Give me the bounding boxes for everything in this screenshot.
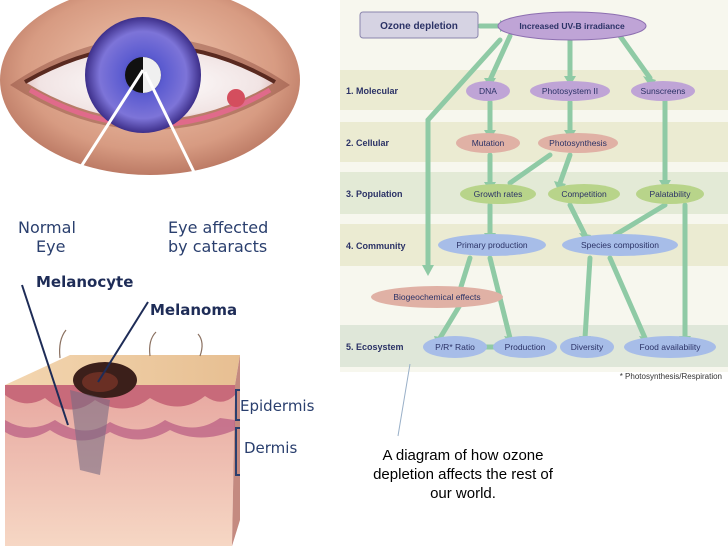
footnote-strip: * Photosynthesis/Respiration [340, 372, 728, 384]
caption-line2: depletion affects the rest of [373, 466, 553, 483]
cataract-eye-line2: by cataracts [168, 237, 268, 256]
node-palatability-label: Palatability [649, 189, 691, 199]
node-photosystem-label: Photosystem II [542, 86, 598, 96]
node-production [493, 336, 557, 358]
node-growth [460, 184, 536, 204]
level-label-5: 5. Ecosystem [346, 342, 404, 352]
node-uvb [497, 11, 647, 41]
epidermis-label: Epidermis [240, 397, 315, 415]
node-diversity-label: Diversity [571, 342, 604, 352]
node-diversity [560, 336, 614, 358]
node-dna [466, 81, 510, 101]
node-species [562, 234, 678, 256]
level-label-1: 1. Molecular [346, 86, 399, 96]
node-uvb-label: Increased UV-B irradiance [519, 21, 625, 31]
node-species-label: Species composition [581, 240, 659, 250]
node-growth-label: Growth rates [474, 189, 523, 199]
normal-eye-line1: Normal [18, 218, 76, 237]
caption-line1: A diagram of how ozone [382, 447, 544, 464]
node-pr-ratio-label: P/R* Ratio [435, 342, 475, 352]
node-primary-label: Primary production [456, 240, 528, 250]
node-photosynthesis-label: Photosynthesis [549, 138, 607, 148]
flow-footnote-text: * Photosynthesis/Respiration [619, 372, 722, 381]
node-food-label: Food availability [640, 342, 702, 352]
node-photosynthesis [538, 133, 618, 153]
node-competition-label: Competition [561, 189, 607, 199]
node-biogeo [371, 286, 503, 308]
node-photosystem [530, 81, 610, 101]
caption-line3: our world. [430, 485, 496, 502]
node-food [624, 336, 716, 358]
node-ozone-depletion-label: Ozone depletion [380, 21, 458, 32]
skin-illustration [5, 284, 240, 546]
node-sunscreens-label: Sunscreens [641, 86, 686, 96]
caption-pointer [397, 364, 411, 437]
eye-illustration [0, 0, 300, 200]
node-biogeo-label: Biogeochemical effects [393, 292, 480, 302]
node-production-label: Production [505, 342, 546, 352]
node-competition [548, 184, 620, 204]
node-mutation [456, 133, 520, 153]
normal-eye-label: Normal Eye [18, 218, 76, 256]
level-label-3: 3. Population [346, 189, 403, 199]
diagram-caption: A diagram of how ozone depletion affects… [348, 446, 578, 503]
node-sunscreens [631, 81, 695, 101]
node-mutation-label: Mutation [472, 138, 505, 148]
dermis-label: Dermis [244, 439, 298, 457]
melanoma-label: Melanoma [150, 301, 238, 319]
ozone-flowchart: Ozone depletion Increased UV-B irradianc… [340, 0, 728, 372]
node-primary [438, 234, 546, 256]
node-dna-label: DNA [479, 86, 497, 96]
melanocyte-label: Melanocyte [36, 273, 134, 291]
level-label-2: 2. Cellular [346, 138, 390, 148]
node-palatability [636, 184, 704, 204]
node-pr-ratio [423, 336, 487, 358]
node-ozone-depletion [359, 11, 479, 39]
normal-eye-line2: Eye [36, 237, 66, 256]
band-cellular [340, 122, 728, 162]
cataract-eye-line1: Eye affected [168, 218, 269, 237]
level-label-4: 4. Community [346, 241, 406, 251]
cataract-eye-label: Eye affected by cataracts [168, 218, 268, 256]
